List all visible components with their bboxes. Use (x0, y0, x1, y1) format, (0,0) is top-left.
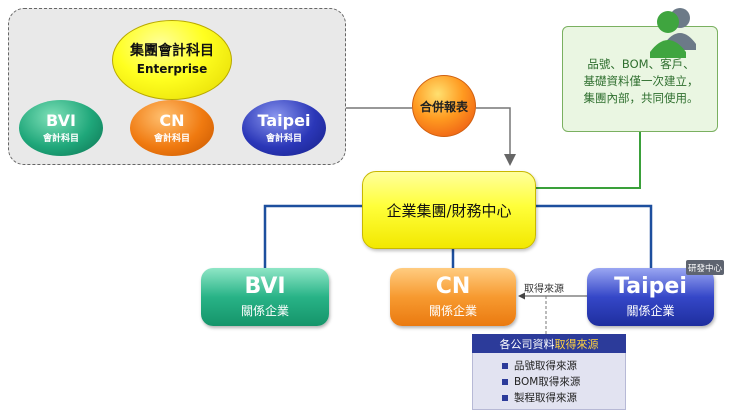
bullet-icon (502, 379, 508, 385)
bvi-accounts-name: BVI (46, 110, 76, 130)
rd-center-badge: 研發中心 (686, 260, 724, 275)
taipei-accounts-node: Taipei 會計科目 (242, 100, 326, 156)
bvi-accounts-label: 會計科目 (42, 134, 79, 145)
note-line-2: 基礎資料僅一次建立， (583, 74, 699, 88)
list-item: 製程取得來源 (502, 390, 580, 406)
list-item-label: 製程取得來源 (514, 392, 577, 404)
enterprise-accounts-title: 集團會計科目 (130, 42, 214, 59)
taipei-accounts-label: 會計科目 (265, 134, 302, 145)
list-item-label: 品號取得來源 (514, 360, 577, 372)
taipei-affiliate-box: Taipei 關係企業 (587, 268, 714, 326)
bvi-accounts-node: BVI 會計科目 (19, 100, 103, 156)
bvi-affiliate-name: BVI (244, 273, 286, 299)
data-source-header-prefix: 各公司資料 (499, 337, 555, 351)
cn-accounts-name: CN (159, 110, 185, 130)
list-item-label: BOM取得來源 (514, 376, 581, 388)
bullet-icon (502, 395, 508, 401)
data-source-header: 各公司資料取得來源 (472, 334, 626, 353)
cn-affiliate-box: CN 關係企業 (390, 268, 516, 326)
cn-affiliate-name: CN (435, 273, 471, 299)
note-line-3: 集團內部，共同使用。 (583, 91, 699, 105)
entity-tree-lines (263, 204, 653, 268)
bvi-affiliate-box: BVI 關係企業 (201, 268, 329, 326)
taipei-affiliate-name: Taipei (614, 273, 687, 299)
cn-accounts-node: CN 會計科目 (130, 100, 214, 156)
source-arrow-label: 取得來源 (524, 284, 564, 295)
users-icon (650, 8, 696, 58)
bullet-icon (502, 363, 508, 369)
enterprise-accounts-node: 集團會計科目 Enterprise (112, 20, 232, 100)
data-source-list: 品號取得來源 BOM取得來源 製程取得來源 (502, 358, 580, 406)
list-item: 品號取得來源 (502, 358, 580, 374)
taipei-accounts-name: Taipei (257, 110, 311, 130)
taipei-affiliate-label: 關係企業 (626, 303, 675, 318)
list-item: BOM取得來源 (502, 374, 580, 390)
shared-data-note (562, 26, 718, 132)
cn-accounts-label: 會計科目 (153, 134, 190, 145)
data-source-header-highlight: 取得來源 (554, 337, 599, 351)
consolidated-report-node: 合併報表 (412, 75, 476, 137)
cn-affiliate-label: 關係企業 (428, 303, 477, 318)
bvi-affiliate-label: 關係企業 (240, 303, 289, 318)
group-finance-center: 企業集團/財務中心 (362, 171, 536, 249)
shared-data-note-text: 品號、BOM、客戶、 基礎資料僅一次建立， 集團內部，共同使用。 (570, 56, 712, 107)
note-line-1: 品號、BOM、客戶、 (587, 57, 695, 71)
enterprise-label: Enterprise (136, 62, 208, 77)
